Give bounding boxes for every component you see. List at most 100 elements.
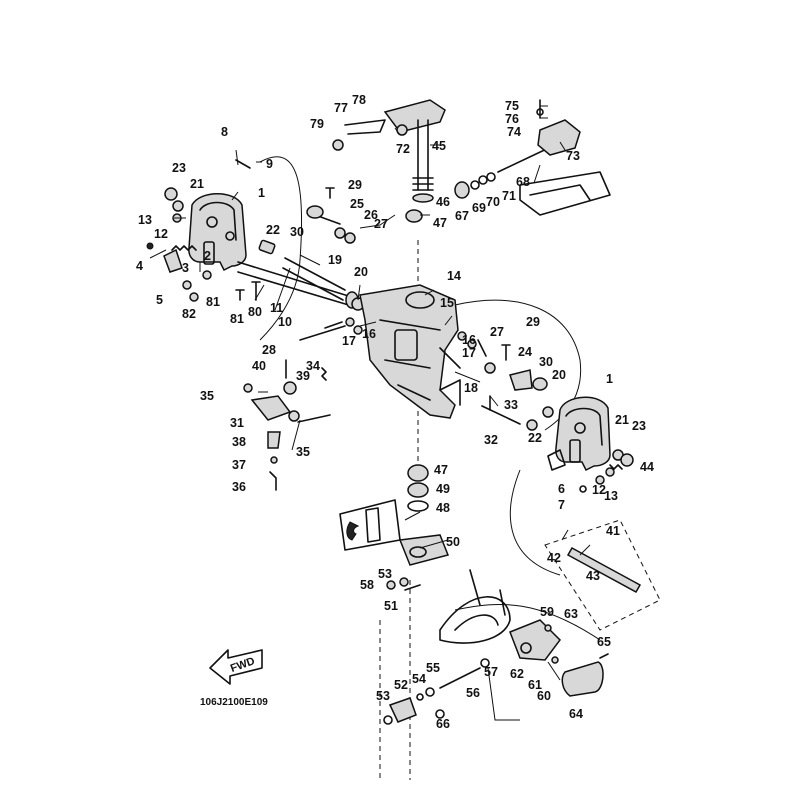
bushing — [407, 482, 429, 498]
callout-64: 64 — [569, 707, 583, 721]
guide-line — [509, 469, 561, 576]
callout-27: 27 — [374, 217, 388, 231]
callout-22: 22 — [528, 431, 542, 445]
callout-4: 4 — [136, 259, 143, 273]
callout-56: 56 — [466, 686, 480, 700]
bolt — [404, 584, 421, 591]
callout-10: 10 — [278, 315, 292, 329]
tiller-bar — [566, 546, 642, 594]
callout-65: 65 — [597, 635, 611, 649]
lever — [509, 369, 533, 391]
callout-67: 67 — [455, 209, 469, 223]
callout-24: 24 — [518, 345, 532, 359]
callout-41: 41 — [606, 524, 620, 538]
callout-18: 18 — [464, 381, 478, 395]
leader-lines — [149, 105, 591, 721]
bolt — [501, 344, 511, 361]
lever — [269, 471, 277, 491]
callout-9: 9 — [266, 157, 273, 171]
bolt — [325, 187, 335, 199]
callout-80: 80 — [248, 305, 262, 319]
callout-54: 54 — [412, 672, 426, 686]
callout-39: 39 — [296, 369, 310, 383]
callout-79: 79 — [310, 117, 324, 131]
collar — [532, 377, 548, 391]
callout-5: 5 — [156, 293, 163, 307]
callout-31: 31 — [230, 416, 244, 430]
bushing — [288, 410, 300, 422]
callout-71: 71 — [502, 189, 516, 203]
bushing — [526, 419, 538, 431]
callout-60: 60 — [537, 689, 551, 703]
lower-cover — [439, 569, 511, 644]
collar — [283, 381, 297, 395]
spring — [609, 464, 623, 470]
callout-45: 45 — [432, 139, 446, 153]
rod — [481, 405, 521, 425]
callout-27: 27 — [490, 325, 504, 339]
callout-23: 23 — [632, 419, 646, 433]
callout-12: 12 — [592, 483, 606, 497]
washer — [478, 175, 488, 185]
collar — [306, 205, 324, 219]
washer — [457, 331, 467, 341]
callout-62: 62 — [510, 667, 524, 681]
callout-74: 74 — [507, 125, 521, 139]
callout-68: 68 — [516, 175, 530, 189]
callout-34: 34 — [306, 359, 320, 373]
knob — [454, 181, 470, 199]
bolt — [235, 159, 251, 169]
bolt — [243, 383, 253, 393]
callout-21: 21 — [615, 413, 629, 427]
callout-40: 40 — [252, 359, 266, 373]
clamp-bracket-right — [555, 396, 611, 472]
washer — [345, 317, 355, 327]
rod — [297, 414, 331, 423]
callout-78: 78 — [352, 93, 366, 107]
washer — [407, 500, 429, 512]
callout-30: 30 — [539, 355, 553, 369]
callout-55: 55 — [426, 661, 440, 675]
callout-50: 50 — [446, 535, 460, 549]
washer — [334, 227, 346, 239]
nut — [595, 475, 605, 485]
callout-30: 30 — [290, 225, 304, 239]
plate — [163, 248, 183, 273]
callout-17: 17 — [462, 346, 476, 360]
washer — [470, 180, 480, 190]
callout-38: 38 — [232, 435, 246, 449]
callout-19: 19 — [328, 253, 342, 267]
spring — [171, 245, 197, 251]
callout-3: 3 — [182, 261, 189, 275]
washer — [480, 658, 490, 668]
callout-20: 20 — [552, 368, 566, 382]
bolt — [599, 653, 609, 659]
callout-16: 16 — [462, 333, 476, 347]
callout-58: 58 — [360, 578, 374, 592]
callout-16: 16 — [362, 327, 376, 341]
steering-arm — [332, 99, 446, 151]
callout-76: 76 — [505, 112, 519, 126]
pin — [477, 339, 487, 357]
callout-81: 81 — [230, 312, 244, 326]
spring — [439, 347, 461, 369]
callout-32: 32 — [484, 433, 498, 447]
swivel-bracket — [359, 284, 461, 419]
thru-tube — [237, 239, 359, 309]
callout-72: 72 — [396, 142, 410, 156]
callout-47: 47 — [434, 463, 448, 477]
callout-57: 57 — [484, 665, 498, 679]
bolt — [251, 281, 261, 301]
callout-52: 52 — [394, 678, 408, 692]
callout-8: 8 — [221, 125, 228, 139]
callout-29: 29 — [348, 178, 362, 192]
washer — [486, 172, 496, 182]
callout-17: 17 — [342, 334, 356, 348]
bushing — [407, 464, 429, 482]
callout-81: 81 — [206, 295, 220, 309]
washer — [467, 339, 477, 349]
bolt — [439, 667, 481, 689]
callout-49: 49 — [436, 482, 450, 496]
plate — [547, 449, 566, 471]
